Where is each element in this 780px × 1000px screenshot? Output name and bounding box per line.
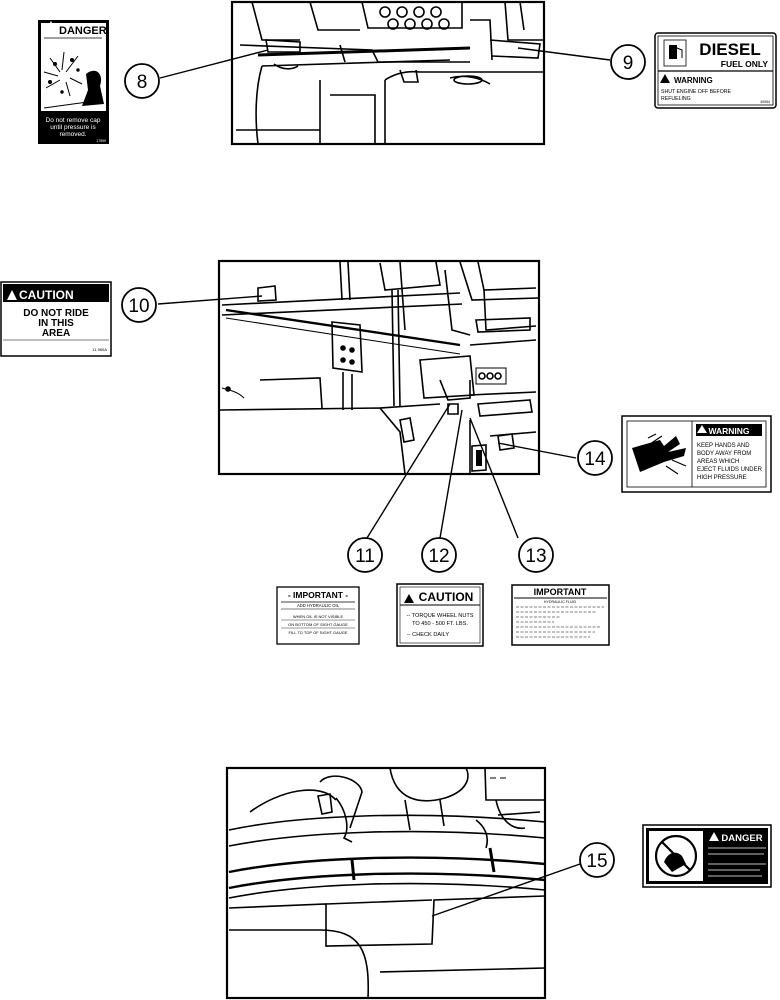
decal-12-caution-torque-wheel-nuts [396, 583, 484, 647]
callout-10: 10 [128, 296, 149, 317]
decal-11-important-hydraulic-oil [276, 586, 360, 645]
decal-9-diesel-fuel-only [654, 32, 777, 109]
decal-15-header: DANGER [721, 833, 762, 844]
decal-14-warning-high-pressure-fluid [621, 415, 772, 493]
leader-lines [157, 47, 611, 917]
decal-14-line-3: AREAS WHICH [697, 459, 739, 465]
callout-9: 9 [623, 53, 634, 74]
decal-10-header: CAUTION [19, 288, 74, 302]
decal-8-line-3: removed. [59, 131, 86, 138]
decal-9-code: 40954 [760, 100, 770, 104]
decal-10-line-2: IN THIS [38, 318, 74, 329]
decal-9-line-1: SHUT ENGINE OFF BEFORE [661, 89, 731, 95]
decal-14-line-4: EJECT FLUIDS UNDER [697, 467, 763, 473]
decal-9-title: DIESEL [699, 40, 760, 59]
callout-14: 14 [584, 449, 606, 470]
decal-12-line-1: -- TORQUE WHEEL NUTS [406, 613, 473, 619]
decal-8-line-1: Do not remove cap [46, 117, 101, 124]
callout-15: 15 [586, 851, 607, 872]
callout-11: 11 [355, 546, 375, 567]
callout-circles [121, 44, 646, 878]
callout-13: 13 [525, 546, 546, 567]
decal-9-warning: WARNING [674, 76, 713, 85]
photo-panel-platform [217, 259, 541, 476]
callout-12: 12 [428, 546, 449, 567]
decal-12-line-3: -- CHECK DAILY [407, 632, 449, 638]
decal-10-line-3: AREA [42, 328, 70, 339]
decal-12-header: CAUTION [419, 590, 474, 604]
decal-13-title: IMPORTANT [534, 587, 587, 597]
decal-14-line-5: HIGH PRESSURE [697, 475, 747, 481]
decal-11-line-4: FILL TO TOP OF SIGHT GAUGE [289, 630, 348, 635]
decal-11-title: - IMPORTANT - [288, 590, 348, 600]
decal-11-line-1: ADD HYDRAULIC OIL [297, 603, 340, 608]
decal-14-line-2: BODY AWAY FROM [697, 451, 751, 457]
decal-14-line-1: KEEP HANDS AND [697, 443, 750, 449]
decal-10-caution-do-not-ride [0, 281, 112, 357]
decal-9-subtitle: FUEL ONLY [721, 59, 769, 69]
decal-9-line-2: REFUELING [661, 96, 691, 102]
decal-8-code: 17599 [96, 139, 106, 143]
decal-12-line-2: TO 450 - 500 FT. LBS. [412, 621, 468, 627]
decal-13-subtitle: HYDRAULIC FLUID [544, 600, 577, 604]
decal-11-line-2: WHEN OIL IS NOT VISIBLE [293, 614, 344, 619]
decal-8-danger-pressure-cap [38, 20, 109, 144]
decal-8-line-2: until pressure is [50, 124, 96, 131]
decal-10-line-1: DO NOT RIDE [23, 308, 89, 319]
decal-11-line-3: ON BOTTOM OF SIGHT GAUGE [288, 622, 348, 627]
photo-panel-fuel-tank [230, 0, 546, 146]
callout-8: 8 [137, 72, 148, 93]
photo-panel-hose-routing [225, 766, 547, 1000]
decal-13-important-hydraulic-fluid [511, 584, 610, 646]
decal-15-danger [642, 824, 772, 888]
decal-14-header: WARNING [708, 426, 749, 436]
decal-10-code: 11 969A [92, 347, 107, 352]
decal-8-header: DANGER [59, 25, 107, 37]
